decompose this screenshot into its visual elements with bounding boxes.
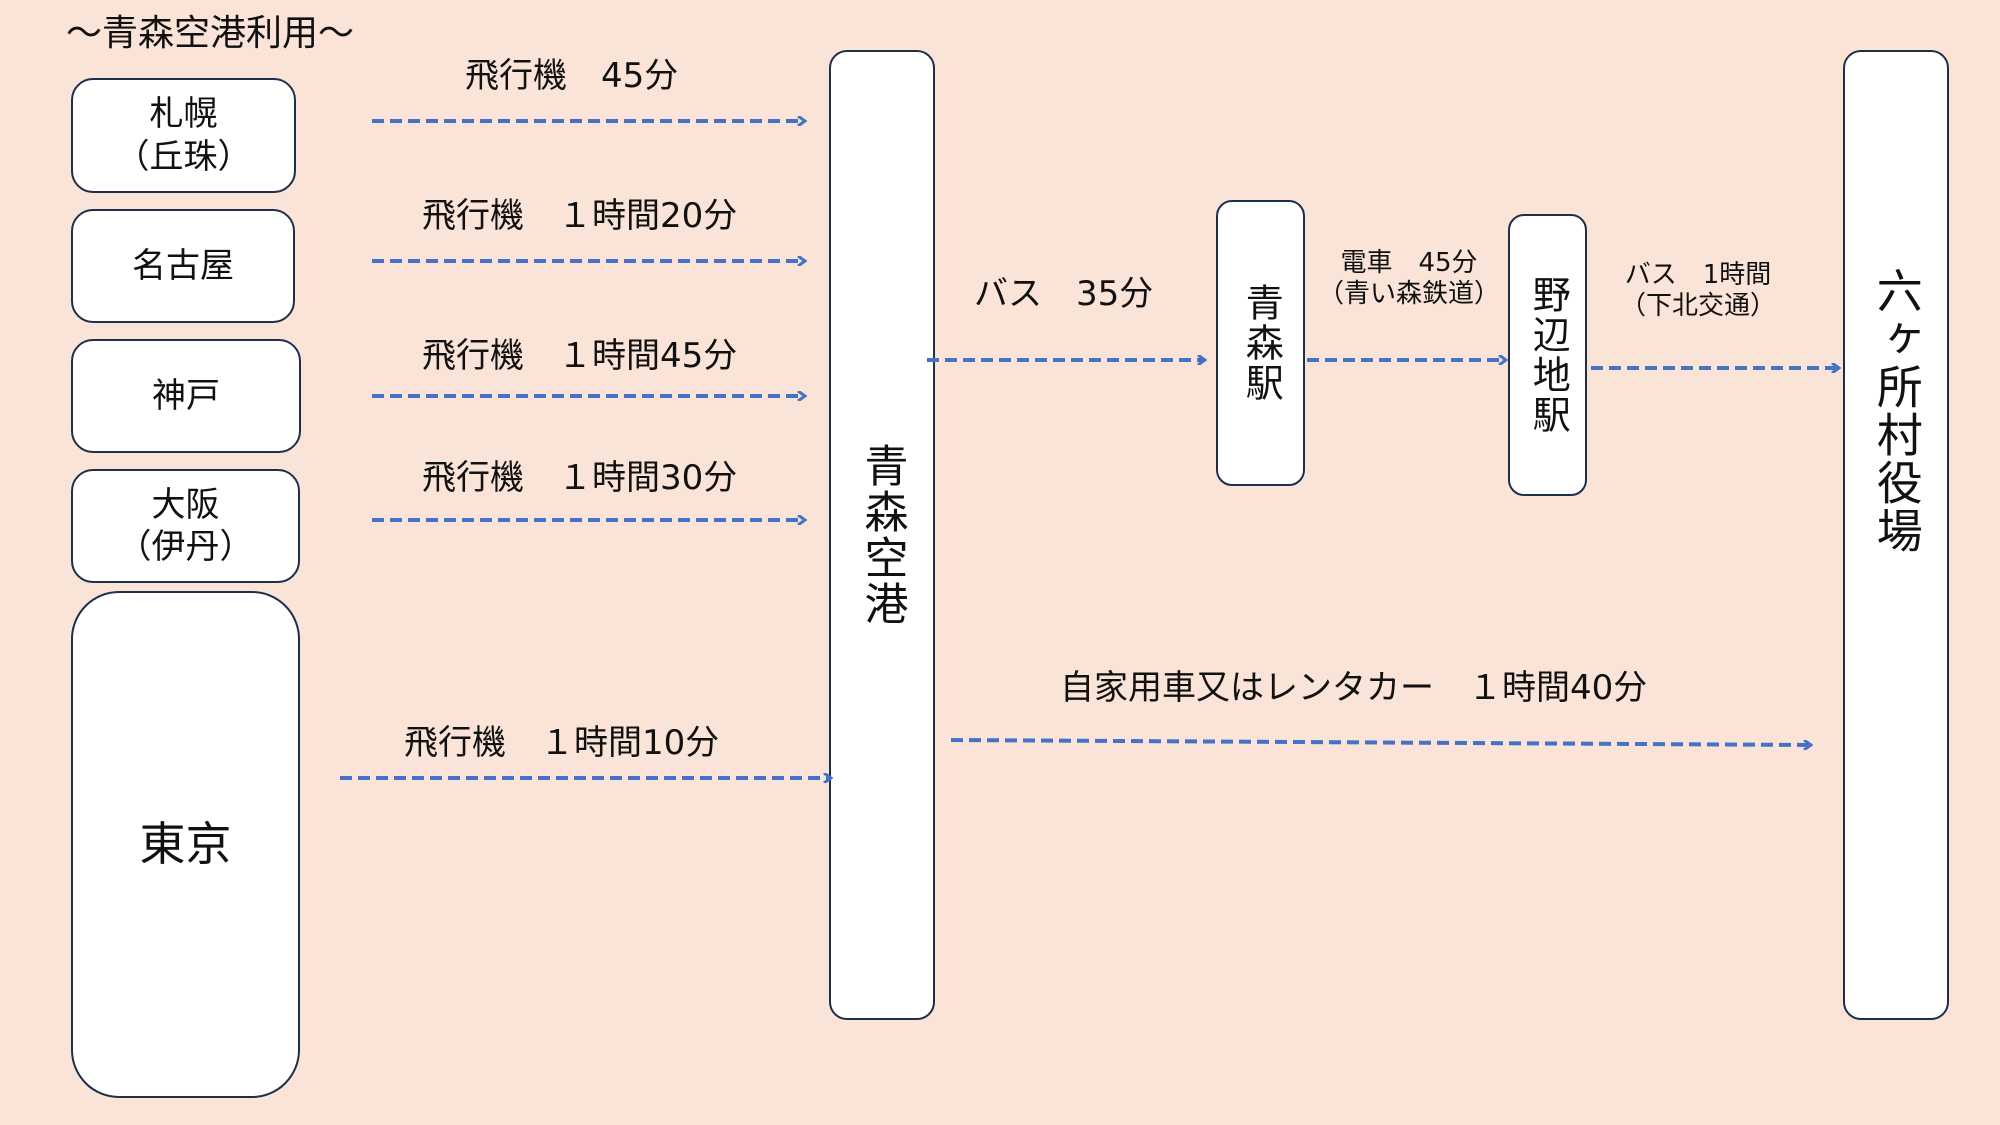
origin-label: 東京 [139,816,232,871]
node-noheji-station: 野辺地駅 [1508,214,1587,496]
origin-label: 名古屋 [132,245,234,286]
origin-osaka: 大阪 （伊丹） [71,469,300,583]
route-label-airport-bus: バス 35分 [974,274,1154,314]
arrow-car [950,738,1810,745]
route-label-nagoya: 飛行機 １時間20分 [422,196,738,236]
route-label-osaka: 飛行機 １時間30分 [422,458,738,498]
node-label: 青森駅 [1239,283,1284,403]
origin-kobe: 神戸 [71,339,301,453]
origin-label: 大阪 （伊丹） [117,484,254,568]
node-label: 青森空港 [856,443,908,627]
node-aomori-airport: 青森空港 [829,50,935,1020]
node-aomori-station: 青森駅 [1216,200,1305,486]
diagram-title: 〜青森空港利用〜 [66,13,355,54]
route-label-sapporo: 飛行機 45分 [465,56,679,96]
origin-sapporo: 札幌 （丘珠） [71,78,296,193]
route-label-tokyo: 飛行機 １時間10分 [404,723,720,763]
origin-label: 神戸 [152,375,220,416]
node-rokkasho-village-office: 六ヶ所村役場 [1843,50,1949,1020]
node-label: 六ヶ所村役場 [1869,267,1924,555]
origin-label: 札幌 （丘珠） [115,94,252,177]
origin-nagoya: 名古屋 [71,209,295,323]
origin-tokyo: 東京 [71,591,300,1098]
route-label-car: 自家用車又はレンタカー １時間40分 [1060,668,1648,708]
node-label: 野辺地駅 [1526,275,1571,435]
route-label-train: 電車 45分 （青い森鉄道） [1318,248,1501,310]
route-label-kobe: 飛行機 １時間45分 [422,336,738,376]
route-label-noheji-bus: バス 1時間 （下北交通） [1620,260,1777,322]
